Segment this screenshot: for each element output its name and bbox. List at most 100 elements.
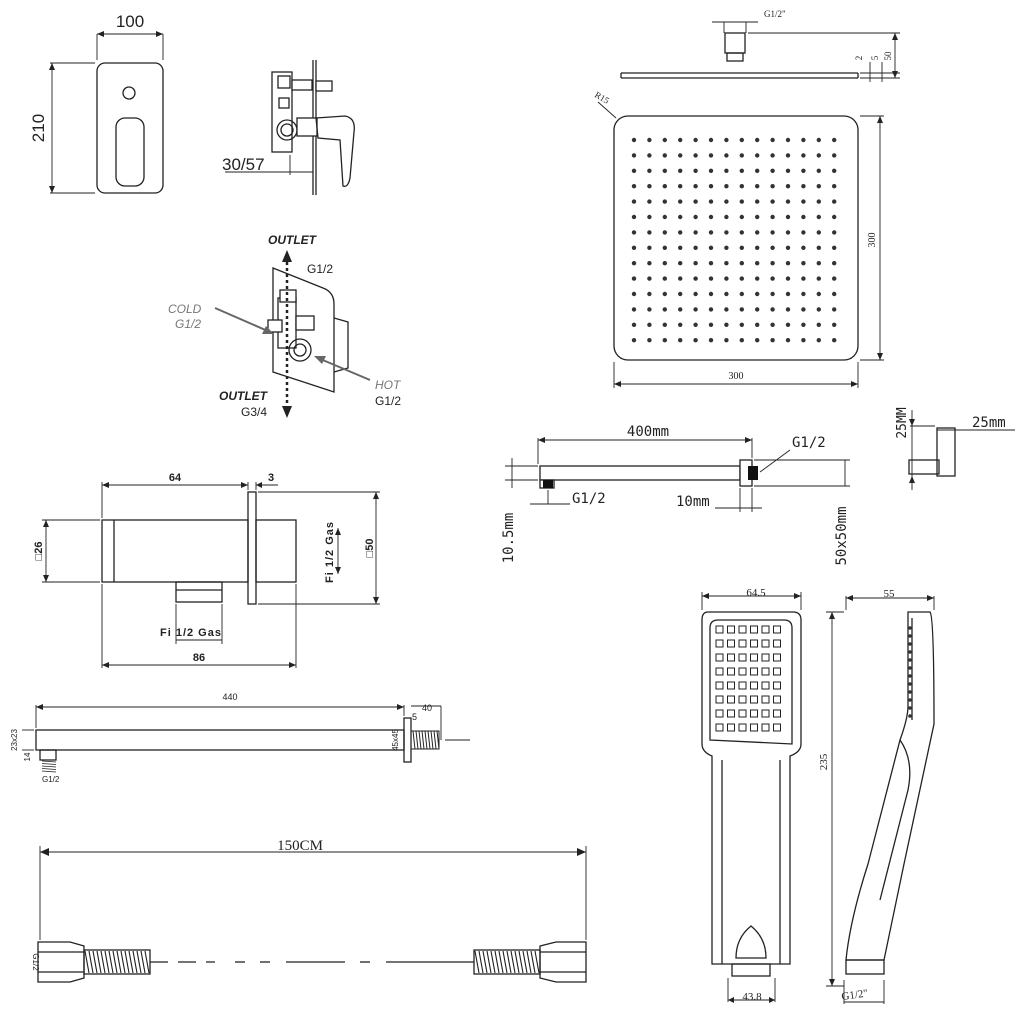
rain-nozzle <box>662 214 667 220</box>
hand-shower-nozzle-grid <box>715 625 781 732</box>
rain-nozzle <box>816 291 821 297</box>
hand-shower-base-ornament <box>735 925 767 959</box>
rain-nozzle <box>832 261 837 266</box>
coil-wind <box>100 950 106 974</box>
hand-shower-side-depth: 55 <box>884 588 896 600</box>
rain-nozzle <box>647 214 652 220</box>
hand-nozzle <box>750 625 758 634</box>
rain-nozzle <box>832 153 837 158</box>
rain-nozzle <box>647 291 652 297</box>
rain-nozzle <box>724 291 729 297</box>
hand-nozzle <box>727 667 735 676</box>
coil-wind <box>132 950 138 974</box>
rain-nozzle <box>785 338 791 343</box>
rain-nozzle <box>708 230 714 235</box>
rain-nozzle <box>693 153 698 158</box>
arm-section-view: 25MM 25mm <box>895 407 1015 490</box>
ceiling-arm-thread-bottom <box>41 760 57 773</box>
rain-nozzle <box>693 184 698 189</box>
hand-nozzle <box>750 681 758 690</box>
outlet-bottom-size: G3/4 <box>241 405 267 419</box>
rain-nozzle <box>662 153 667 158</box>
rain-nozzle <box>708 307 714 312</box>
rain-nozzle <box>816 137 821 143</box>
rain-nozzle <box>801 322 806 327</box>
rain-nozzle <box>816 230 821 235</box>
hand-nozzle <box>738 625 747 634</box>
rain-nozzle <box>770 153 775 158</box>
wall-arm-tube <box>539 465 741 481</box>
coil-wind <box>514 950 520 974</box>
rain-nozzle <box>678 338 683 343</box>
rain-nozzle <box>739 168 744 173</box>
wall-arm-400: 400mm G1/2 G1/2 10mm 10.5mm 50x50mm <box>501 424 850 566</box>
rain-nozzle <box>647 199 652 204</box>
side-nozzle <box>908 698 912 702</box>
rain-head-dim-5: 5 <box>870 55 880 60</box>
hand-nozzle <box>773 667 781 676</box>
rain-nozzle <box>693 307 698 312</box>
rain-nozzle <box>832 230 837 235</box>
rain-nozzle <box>678 245 683 250</box>
rain-nozzle <box>770 261 775 266</box>
rain-nozzle <box>708 199 714 204</box>
wall-outlet-depth: 64 <box>169 472 182 484</box>
hand-nozzle <box>750 639 758 648</box>
rain-nozzle <box>724 245 729 250</box>
top-fitting <box>315 80 333 92</box>
coil-wind <box>96 950 102 974</box>
cold-label: COLD <box>168 302 202 316</box>
rain-nozzle <box>662 307 667 312</box>
rain-nozzle <box>678 230 683 235</box>
wall-outlet-total: 86 <box>193 652 205 664</box>
coil-wind <box>120 950 126 974</box>
hot-size: G1/2 <box>375 394 401 408</box>
rain-nozzle <box>631 245 637 250</box>
thread-line <box>430 730 434 750</box>
wall-outlet-side-thread: Fi 1/2 Gas <box>324 521 336 583</box>
ceiling-arm-section: 23x23 <box>10 729 19 751</box>
hose-nut-right <box>539 941 587 983</box>
hand-shower-thread: G1/2" <box>841 987 869 1003</box>
hand-nozzle <box>773 709 781 718</box>
rain-nozzle <box>755 168 760 173</box>
rain-head-face <box>613 115 859 361</box>
hose-length: 150CM <box>277 838 323 854</box>
rain-nozzle <box>662 137 667 143</box>
rain-nozzle <box>785 184 791 189</box>
rain-nozzle <box>739 338 744 343</box>
rain-nozzle <box>647 168 652 173</box>
hand-nozzle <box>715 723 724 732</box>
rain-nozzle <box>785 137 791 143</box>
hand-nozzle <box>727 709 735 718</box>
ceiling-arm-end: 40 <box>422 703 432 713</box>
rain-nozzle <box>662 168 667 173</box>
rain-nozzle <box>755 137 760 143</box>
rain-nozzle <box>770 199 775 204</box>
rain-nozzle <box>832 245 837 250</box>
rain-nozzle <box>785 153 791 158</box>
hand-nozzle <box>738 695 747 704</box>
coil-wind <box>494 950 500 974</box>
rain-nozzle <box>770 322 775 327</box>
rain-nozzle <box>631 291 637 297</box>
rain-nozzle <box>770 276 775 281</box>
rain-nozzle <box>832 168 837 173</box>
rain-nozzle <box>678 322 683 327</box>
rain-nozzle <box>631 307 637 312</box>
hand-nozzle <box>715 639 724 648</box>
rain-nozzle <box>693 214 698 220</box>
rain-nozzle <box>755 291 760 297</box>
hand-nozzle <box>761 681 770 690</box>
rain-nozzle <box>739 322 744 327</box>
rain-nozzle <box>785 230 791 235</box>
hand-nozzle <box>773 653 781 662</box>
hand-nozzle <box>761 667 770 676</box>
rain-nozzle <box>708 261 714 266</box>
rain-head-height: 300 <box>867 233 878 248</box>
thread-line <box>41 765 57 768</box>
coil-wind <box>530 950 536 974</box>
hand-shower-side-body <box>845 611 935 961</box>
wall-arm-tube-dia: 10.5mm <box>501 513 517 564</box>
